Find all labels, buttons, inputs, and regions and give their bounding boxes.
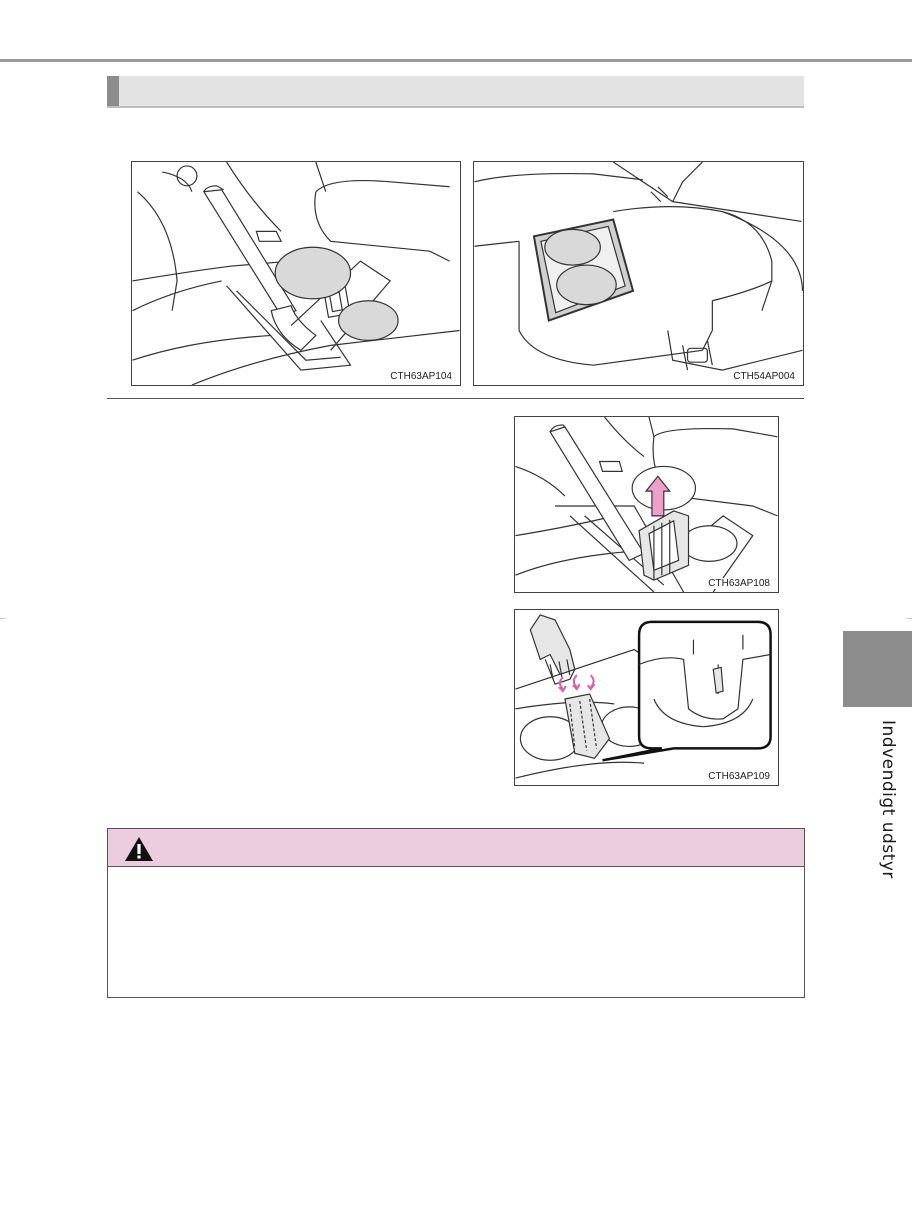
header-rule — [0, 59, 912, 62]
warning-box — [107, 828, 805, 998]
margin-tick-right — [906, 618, 912, 619]
warning-header — [108, 829, 804, 867]
front-cupholders-illustration — [132, 162, 460, 385]
figure-code: CTH63AP108 — [706, 578, 772, 589]
section-divider — [107, 398, 804, 399]
section-heading-accent — [107, 76, 119, 106]
figure-install-divider: CTH63AP109 — [514, 609, 779, 786]
section-heading-bar — [107, 76, 804, 108]
figure-front-cupholders: CTH63AP104 — [131, 161, 461, 386]
chapter-tab-label: Indvendigt udstyr — [878, 720, 898, 879]
margin-tick-left — [0, 618, 6, 619]
install-divider-illustration — [515, 614, 772, 779]
chapter-tab — [843, 631, 912, 707]
figure-code: CTH54AP004 — [731, 371, 797, 382]
figure-code: CTH63AP104 — [388, 371, 454, 382]
figure-remove-divider: CTH63AP108 — [514, 416, 779, 593]
figure-rear-cupholders: CTH54AP004 — [473, 161, 804, 386]
figure-code: CTH63AP109 — [706, 771, 772, 782]
remove-divider-illustration — [515, 417, 778, 592]
warning-triangle-icon — [125, 837, 153, 861]
rear-cupholders-illustration — [474, 162, 803, 371]
